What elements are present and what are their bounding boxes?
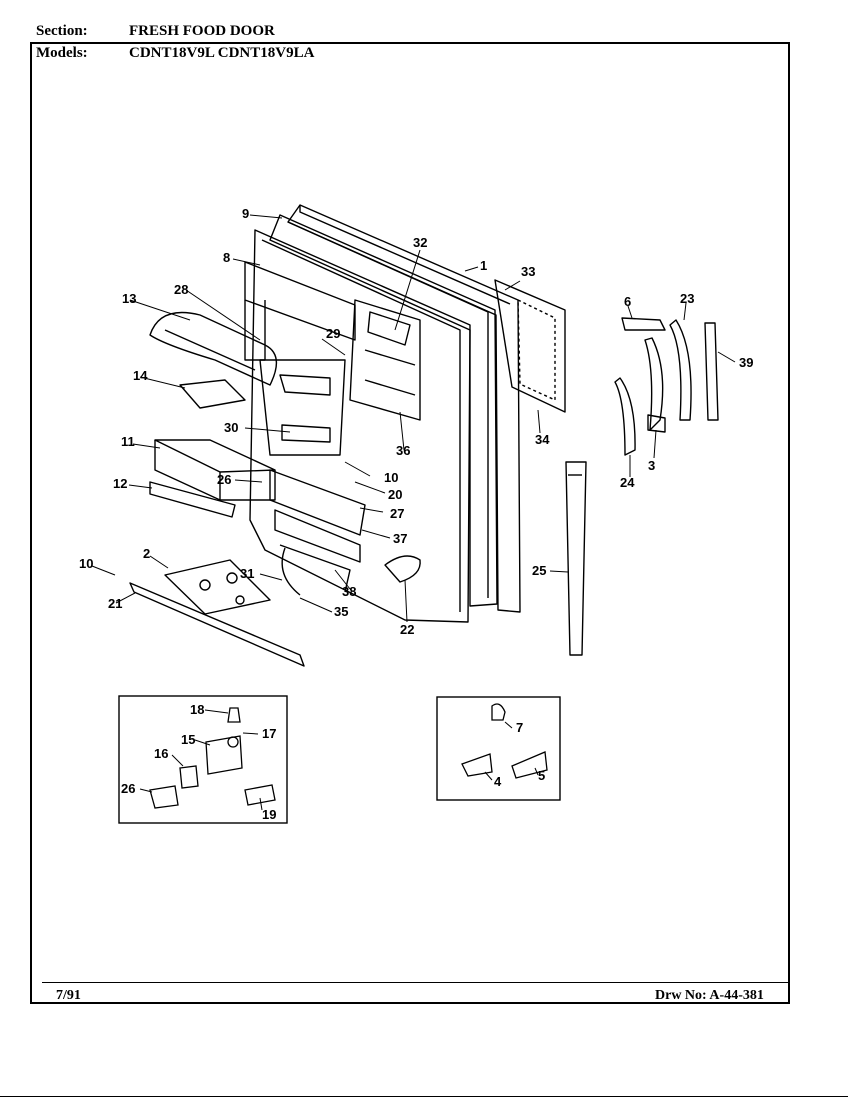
wire-harness: [281, 547, 301, 596]
callout-34: 34: [535, 432, 550, 447]
callout-15: 15: [181, 732, 195, 747]
dispenser-base: [164, 559, 271, 615]
inset-plate: [179, 765, 199, 789]
dispenser-housing: [259, 359, 346, 456]
callout-10: 10: [79, 556, 93, 571]
callout-32: 32: [413, 235, 427, 250]
callout-9: 9: [242, 206, 249, 221]
callout-33: 33: [521, 264, 535, 279]
inset-box-left: [118, 695, 288, 824]
dispenser-paddle: [384, 555, 421, 583]
callout-35: 35: [334, 604, 348, 619]
inset-cap: [491, 703, 506, 721]
callout-6: 6: [624, 294, 631, 309]
access-panel: [494, 279, 566, 413]
callout-16: 16: [154, 746, 168, 761]
handle-cap: [704, 322, 719, 421]
trim-strip: [129, 582, 305, 667]
dairy-door-cover: [149, 311, 278, 386]
lower-dispenser-tray: [269, 469, 366, 536]
door-inner-liner: [249, 229, 471, 623]
drawing-frame: [30, 42, 790, 1004]
callout-31: 31: [240, 566, 254, 581]
callout-25: 25: [532, 563, 546, 578]
callout-1: 1: [480, 258, 487, 273]
hinge-top: [621, 317, 666, 331]
callout-10: 10: [384, 470, 398, 485]
callout-21: 21: [108, 596, 122, 611]
page-bottom-rule: [0, 1096, 848, 1097]
callout-2: 2: [143, 546, 150, 561]
section-title: FRESH FOOD DOOR: [129, 23, 275, 39]
revision-date: 7/91: [56, 988, 81, 1003]
callout-8: 8: [223, 250, 230, 265]
upper-shelf-frame: [244, 261, 356, 341]
drawing-number: Drw No: A-44-381: [655, 988, 764, 1003]
callout-3: 3: [648, 458, 655, 473]
door-handle: [565, 461, 587, 656]
callout-12: 12: [113, 476, 127, 491]
callout-5: 5: [538, 768, 545, 783]
ice-compartment: [349, 299, 421, 421]
callout-18: 18: [190, 702, 204, 717]
callout-23: 23: [680, 291, 694, 306]
inset-clip-right: [511, 751, 548, 779]
callout-24: 24: [620, 475, 635, 490]
callout-38: 38: [342, 584, 356, 599]
inset-bolt: [227, 707, 241, 723]
callout-20: 20: [388, 487, 402, 502]
callout-19: 19: [262, 807, 276, 822]
callout-30: 30: [224, 420, 238, 435]
callout-36: 36: [396, 443, 410, 458]
callout-29: 29: [326, 326, 340, 341]
callout-4: 4: [494, 774, 502, 789]
footer-divider: [42, 982, 790, 983]
callout-27: 27: [390, 506, 404, 521]
dairy-tray: [179, 379, 246, 409]
callout-28: 28: [174, 282, 188, 297]
inset-bracket: [205, 735, 243, 775]
callout-7: 7: [516, 720, 523, 735]
callout-22: 22: [400, 622, 414, 637]
door-gasket: [269, 214, 498, 607]
inset-clip: [149, 785, 179, 809]
callout-26: 26: [121, 781, 135, 796]
callout-37: 37: [393, 531, 407, 546]
callout-14: 14: [133, 368, 148, 383]
door-shelf: [154, 439, 276, 473]
inset-box-right: [436, 696, 561, 801]
inset-clip-left: [461, 753, 493, 777]
callout-17: 17: [262, 726, 276, 741]
callout-39: 39: [739, 355, 753, 370]
callout-11: 11: [121, 434, 135, 449]
section-label: Section:: [36, 23, 88, 39]
callout-26: 26: [217, 472, 231, 487]
models-list: CDNT18V9L CDNT18V9LA: [129, 45, 315, 61]
callout-13: 13: [122, 291, 136, 306]
models-label: Models:: [36, 45, 88, 61]
handle-trim: [614, 377, 636, 456]
shelf-retainer: [149, 481, 236, 518]
inset-hinge: [244, 784, 276, 806]
handle-strap: [669, 319, 692, 421]
